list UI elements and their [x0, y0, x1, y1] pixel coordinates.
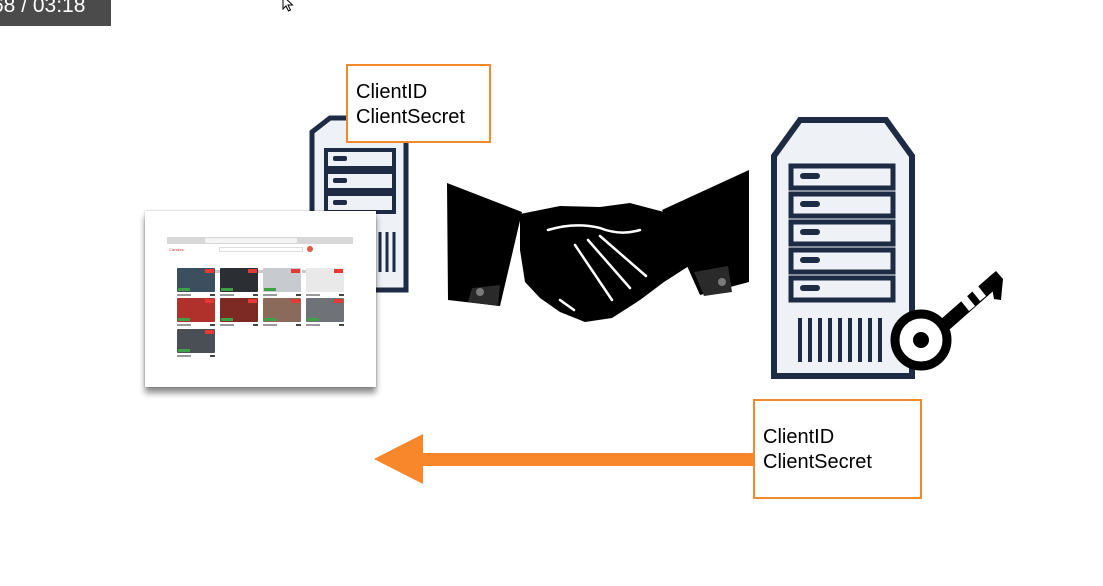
car-card [263, 268, 301, 292]
app-logo-text: Carsties [169, 247, 184, 252]
app-search-field [219, 247, 303, 252]
mouse-cursor-icon [282, 0, 294, 12]
arrow-left-icon [374, 434, 754, 484]
issued-credentials-box: ClientID ClientSecret [753, 399, 922, 499]
browser-address-bar [205, 238, 297, 243]
client-secret-label: ClientSecret [356, 106, 465, 128]
key-icon [890, 271, 1003, 371]
auth-server-icon [771, 117, 915, 379]
car-card [220, 298, 258, 322]
car-card [263, 298, 301, 322]
client-credentials-box: ClientID ClientSecret [346, 64, 491, 143]
car-card [306, 298, 344, 322]
car-card [177, 329, 215, 353]
filter-bar [177, 260, 347, 273]
car-card [177, 298, 215, 322]
web-app-screenshot: Carsties [145, 211, 376, 387]
playback-time-display: 68 / 03:18 [0, 0, 111, 26]
client-secret-label: ClientSecret [763, 451, 872, 473]
playback-time-text: 68 / 03:18 [0, 0, 86, 17]
client-id-label: ClientID [356, 81, 428, 103]
client-id-label: ClientID [763, 426, 835, 448]
handshake-icon [447, 170, 749, 322]
car-card [220, 268, 258, 292]
car-card [306, 268, 344, 292]
car-card [177, 268, 215, 292]
search-icon [307, 246, 313, 252]
